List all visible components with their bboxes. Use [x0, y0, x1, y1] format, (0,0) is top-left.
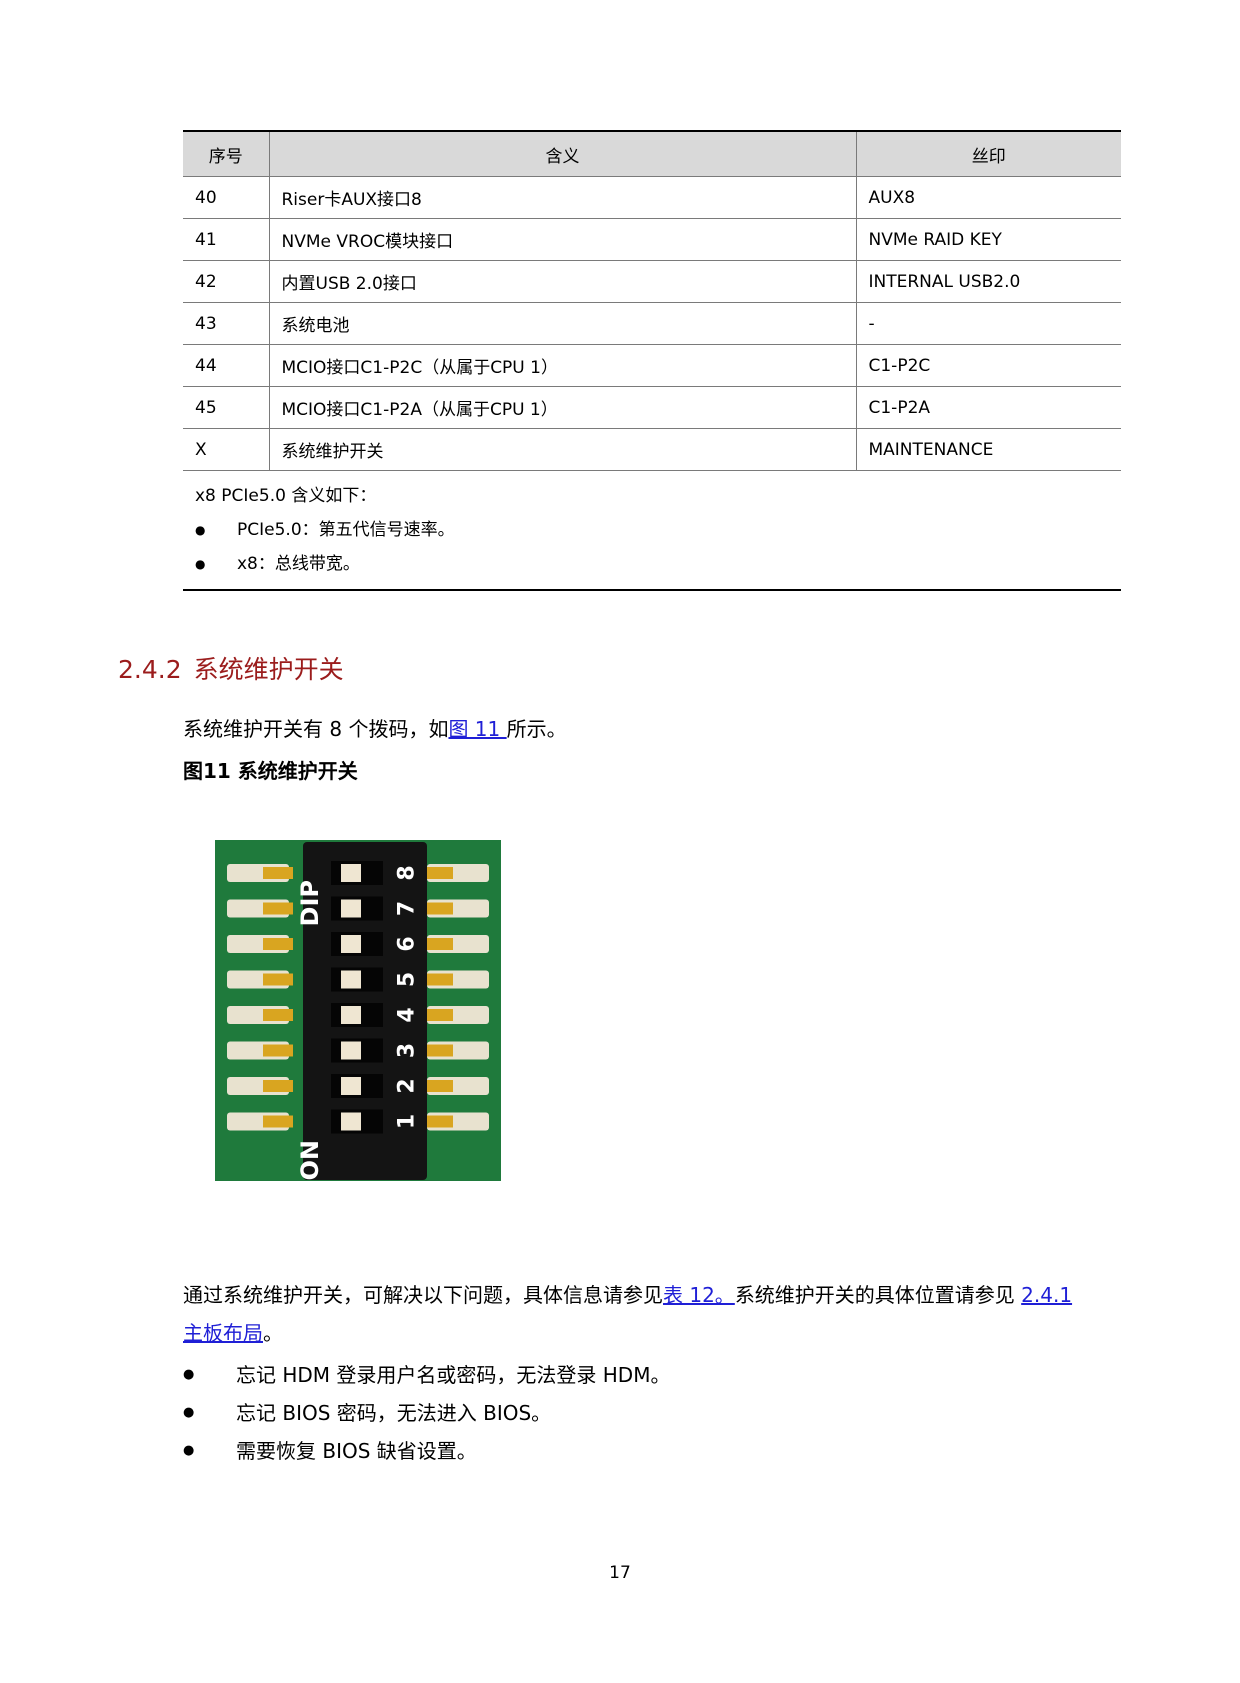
switch-number: 3 — [395, 1043, 420, 1058]
paragraph-text: 系统维护开关有 8 个拨码，如 — [183, 717, 449, 741]
switch-pin-left — [263, 1044, 293, 1057]
figure-caption: 图11 系统维护开关 — [183, 759, 358, 783]
paragraph-text: 。 — [263, 1321, 283, 1345]
list-item: 需要恢复 BIOS 缺省设置。 — [183, 1432, 670, 1470]
cell-silkscreen: C1-P2A — [855, 386, 1121, 429]
switch-number: 4 — [395, 1007, 420, 1022]
switch-pin-right — [423, 867, 453, 879]
switch-number: 2 — [395, 1078, 420, 1093]
table-row: X 系统维护开关 MAINTENANCE — [183, 428, 1121, 471]
on-label: ON — [296, 1140, 324, 1181]
switch-pin-right — [423, 902, 453, 915]
table-note-list: PCIe5.0：第五代信号速率。 x8：总线带宽。 — [195, 513, 1121, 581]
list-item: PCIe5.0：第五代信号速率。 — [195, 513, 1121, 547]
table-note-row: x8 PCIe5.0 含义如下： PCIe5.0：第五代信号速率。 x8：总线带… — [183, 470, 1121, 591]
cell-index: X — [183, 428, 269, 471]
cell-meaning: MCIO接口C1-P2A（从属于CPU 1） — [268, 386, 856, 429]
switch-slider[interactable] — [341, 1041, 361, 1060]
section-title: 系统维护开关 — [193, 655, 344, 684]
switch-slider[interactable] — [341, 1077, 361, 1095]
dip-switch-photo: DIP ON 8 7 6 5 4 3 2 1 — [215, 840, 501, 1181]
cell-index: 41 — [183, 218, 269, 261]
interface-table: 序号 含义 丝印 40 Riser卡AUX接口8 AUX8 41 NVMe VR… — [183, 130, 1121, 591]
header-meaning: 含义 — [268, 130, 856, 177]
section-2-4-1-link[interactable]: 2.4.1 — [1021, 1283, 1073, 1307]
cell-silkscreen: NVMe RAID KEY — [855, 218, 1121, 261]
switch-number: 8 — [395, 865, 420, 880]
paragraph-text: 所示。 — [506, 717, 567, 741]
table-row: 43 系统电池 - — [183, 302, 1121, 345]
cell-index: 44 — [183, 344, 269, 387]
problem-list: 忘记 HDM 登录用户名或密码，无法登录 HDM。 忘记 BIOS 密码，无法进… — [183, 1356, 670, 1470]
paragraph-intro: 系统维护开关有 8 个拨码，如图 11 所示。 — [183, 710, 567, 748]
switch-pin-left — [263, 867, 293, 879]
cell-index: 42 — [183, 260, 269, 303]
table-note: x8 PCIe5.0 含义如下： PCIe5.0：第五代信号速率。 x8：总线带… — [183, 470, 1121, 591]
switch-numbers: 8 7 6 5 4 3 2 1 — [395, 865, 420, 1129]
table-row: 40 Riser卡AUX接口8 AUX8 — [183, 176, 1121, 219]
switch-slider[interactable] — [341, 899, 361, 918]
paragraph-usage: 通过系统维护开关，可解决以下问题，具体信息请参见表 12。系统维护开关的具体位置… — [183, 1276, 1121, 1352]
switch-pin-left — [263, 1115, 293, 1128]
list-item: x8：总线带宽。 — [195, 547, 1121, 581]
table-note-intro: x8 PCIe5.0 含义如下： — [195, 486, 377, 506]
cell-meaning: MCIO接口C1-P2C（从属于CPU 1） — [268, 344, 856, 387]
switch-sliders — [331, 861, 383, 1134]
cell-silkscreen: MAINTENANCE — [855, 428, 1121, 471]
page-number: 17 — [609, 1563, 631, 1583]
switch-pin-left — [263, 938, 293, 950]
table-row: 42 内置USB 2.0接口 INTERNAL USB2.0 — [183, 260, 1121, 303]
cell-meaning: NVMe VROC模块接口 — [268, 218, 856, 261]
table-row: 44 MCIO接口C1-P2C（从属于CPU 1） C1-P2C — [183, 344, 1121, 387]
switch-pin-right — [423, 973, 453, 986]
table-row: 41 NVMe VROC模块接口 NVMe RAID KEY — [183, 218, 1121, 261]
switch-number: 1 — [395, 1114, 420, 1129]
cell-silkscreen: AUX8 — [855, 176, 1121, 219]
cell-meaning: Riser卡AUX接口8 — [268, 176, 856, 219]
cell-index: 43 — [183, 302, 269, 345]
switch-number: 7 — [395, 901, 420, 916]
dip-label: DIP — [296, 880, 324, 926]
section-heading: 2.4.2 系统维护开关 — [118, 650, 344, 686]
switch-pin-left — [263, 973, 293, 986]
switch-pin-right — [423, 1115, 453, 1128]
switch-slider[interactable] — [341, 935, 361, 953]
switch-slider[interactable] — [341, 1006, 361, 1024]
switch-pin-left — [263, 902, 293, 915]
switch-pin-right — [423, 938, 453, 950]
switch-pin-left — [263, 1080, 293, 1092]
switch-number: 6 — [395, 936, 420, 951]
switch-pin-right — [423, 1044, 453, 1057]
section-number: 2.4.2 — [118, 655, 182, 684]
switch-slider[interactable] — [341, 970, 361, 989]
cell-meaning: 内置USB 2.0接口 — [268, 260, 856, 303]
table-row: 45 MCIO接口C1-P2A（从属于CPU 1） C1-P2A — [183, 386, 1121, 429]
mainboard-layout-link[interactable]: 主板布局 — [183, 1321, 263, 1345]
switch-pin-right — [423, 1080, 453, 1092]
cell-index: 45 — [183, 386, 269, 429]
header-index: 序号 — [183, 130, 269, 177]
switch-slider[interactable] — [341, 1112, 361, 1131]
cell-meaning: 系统电池 — [268, 302, 856, 345]
cell-index: 40 — [183, 176, 269, 219]
figure-11-link[interactable]: 图 11 — [448, 717, 507, 741]
table-12-link[interactable]: 表 12。 — [663, 1283, 735, 1307]
table-header-row: 序号 含义 丝印 — [183, 130, 1121, 177]
cell-silkscreen: C1-P2C — [855, 344, 1121, 387]
switch-number: 5 — [395, 972, 420, 987]
cell-meaning: 系统维护开关 — [268, 428, 856, 471]
switch-slider[interactable] — [341, 864, 361, 882]
paragraph-text: 通过系统维护开关，可解决以下问题，具体信息请参见 — [183, 1283, 663, 1307]
list-item: 忘记 BIOS 密码，无法进入 BIOS。 — [183, 1394, 670, 1432]
cell-silkscreen: INTERNAL USB2.0 — [855, 260, 1121, 303]
cell-silkscreen: - — [855, 302, 1121, 345]
switch-pin-left — [263, 1009, 293, 1021]
header-silkscreen: 丝印 — [855, 130, 1121, 177]
solder-pads — [227, 864, 489, 1131]
paragraph-text: 系统维护开关的具体位置请参见 — [734, 1283, 1022, 1307]
list-item: 忘记 HDM 登录用户名或密码，无法登录 HDM。 — [183, 1356, 670, 1394]
switch-pin-right — [423, 1009, 453, 1021]
